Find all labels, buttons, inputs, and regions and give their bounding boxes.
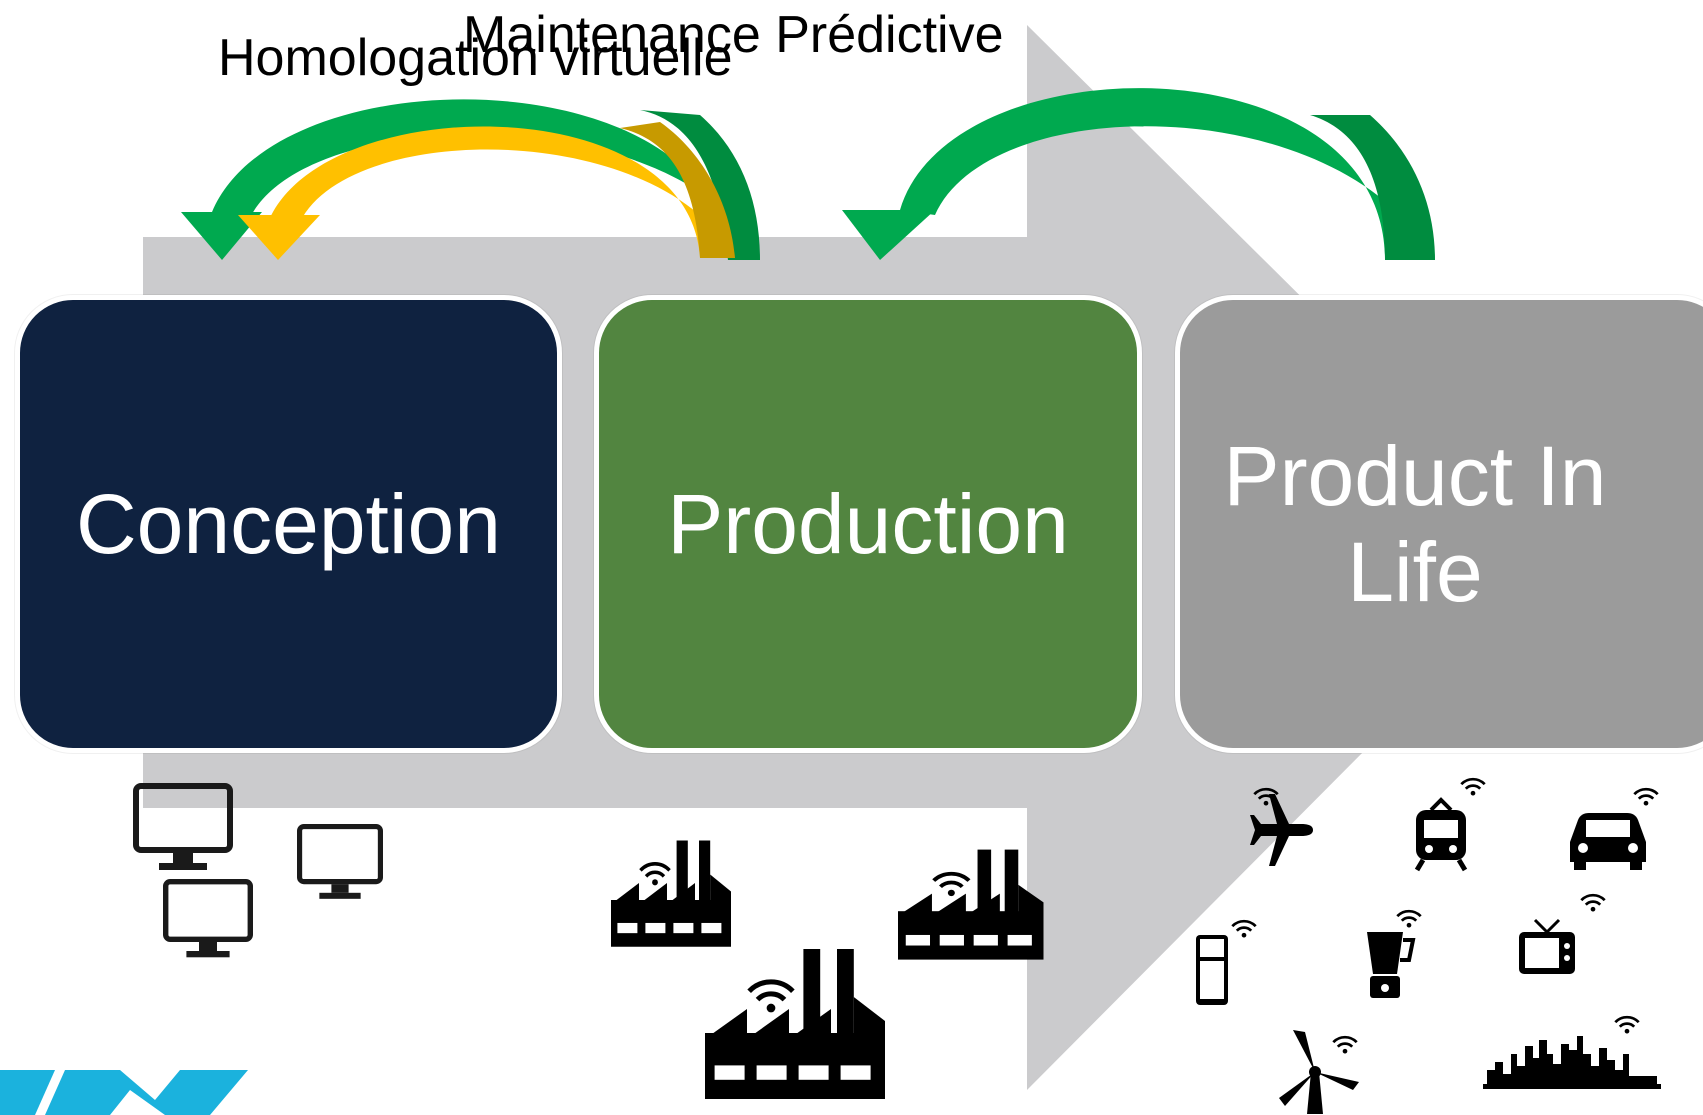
airplane-icon — [1250, 787, 1313, 866]
virtual-homologation-arrow — [238, 122, 735, 260]
stage-product-in-life-line2: Life — [1347, 525, 1483, 619]
maintenance-label: Maintenance Prédictive — [463, 6, 1004, 64]
blender-icon — [1367, 909, 1423, 998]
fridge-icon — [1196, 919, 1258, 1005]
connected-factory-icon — [611, 841, 731, 947]
wifi-icon — [1613, 1015, 1641, 1035]
homologation-label: Homologation virtuelle — [218, 29, 733, 87]
stage-production-label: Production — [667, 477, 1069, 571]
stage-conception: Conception — [15, 295, 562, 753]
predictive-maintenance-arrow-left — [181, 99, 760, 260]
car-icon — [1570, 787, 1660, 870]
tv-icon — [1519, 893, 1607, 974]
connected-factory-icon — [898, 850, 1044, 960]
tram-icon — [1414, 777, 1487, 872]
monitor-icon — [166, 882, 251, 958]
stage-conception-label: Conception — [76, 477, 501, 571]
stage-product-in-life-line1: Product In — [1223, 429, 1607, 523]
company-logo — [0, 1070, 248, 1115]
connected-factory-icon — [705, 949, 885, 1099]
wind-turbine-icon — [1279, 1030, 1359, 1114]
stage-production: Production — [594, 295, 1142, 753]
city-skyline-icon — [1483, 1015, 1661, 1089]
predictive-maintenance-arrow-right — [842, 88, 1435, 260]
monitor-icon — [300, 827, 381, 899]
stage-product-in-life-label: Product In Life — [1224, 428, 1607, 620]
stage-product-in-life: Product In Life — [1175, 295, 1703, 753]
